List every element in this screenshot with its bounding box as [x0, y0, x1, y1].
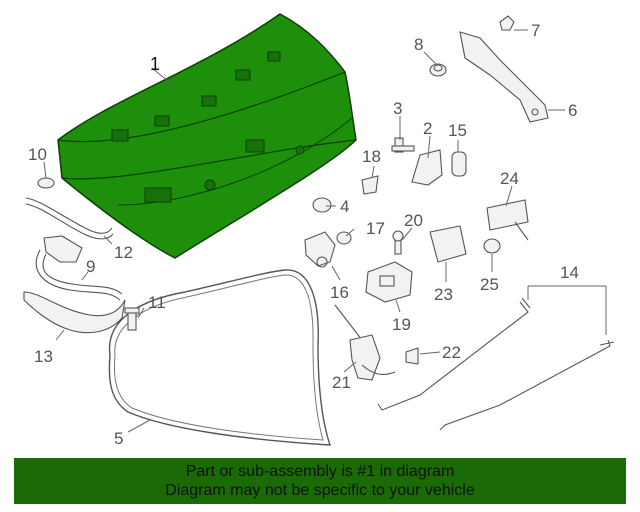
part-6-bracket[interactable]	[459, 31, 549, 123]
callout-5: 5	[114, 429, 123, 448]
part-9-handle[interactable]	[35, 235, 123, 301]
callout-12: 12	[114, 243, 133, 262]
part-22-clip[interactable]	[405, 347, 419, 365]
callout-8: 8	[414, 35, 423, 54]
callout-24: 24	[500, 169, 519, 188]
leader-lines	[43, 29, 607, 433]
part-8-grommet[interactable]	[429, 63, 447, 77]
part-18-clip[interactable]	[361, 175, 379, 195]
callout-9: 9	[86, 257, 95, 276]
callout-16: 16	[330, 283, 349, 302]
disclaimer-banner: Part or sub-assembly is #1 in diagram Di…	[14, 458, 626, 504]
callout-1: 1	[150, 54, 160, 74]
callout-6: 6	[568, 101, 577, 120]
callout-11: 11	[148, 293, 166, 312]
part-25-grommet[interactable]	[483, 238, 501, 254]
callout-21: 21	[332, 373, 351, 392]
part-7-clip[interactable]	[499, 15, 515, 31]
part-12-trim[interactable]	[25, 197, 114, 240]
part-13-trim-panel[interactable]	[23, 291, 126, 334]
part-11-bolt[interactable]	[124, 307, 140, 331]
callout-25: 25	[480, 275, 499, 294]
part-1-trunk-lid[interactable]	[57, 13, 357, 259]
part-23-module[interactable]	[429, 225, 467, 263]
part-5-weatherstrip[interactable]	[108, 269, 331, 446]
callout-labels: 1 2 3 4 5 6 7 8 9 10 11 12 13 14 15 16 1…	[28, 21, 579, 448]
callout-15: 15	[448, 121, 467, 140]
part-15-sensor[interactable]	[451, 151, 467, 177]
callout-23: 23	[434, 285, 453, 304]
callout-17: 17	[366, 219, 385, 238]
part-2-latch[interactable]	[411, 149, 443, 186]
callout-4: 4	[340, 197, 349, 216]
part-21-release[interactable]	[334, 304, 396, 381]
part-24-module[interactable]	[486, 199, 529, 241]
part-3-bolt[interactable]	[391, 137, 415, 153]
part-14-torsion-rods[interactable]	[377, 297, 615, 431]
callout-18: 18	[362, 147, 381, 166]
callout-20: 20	[404, 211, 423, 230]
callout-13: 13	[34, 347, 53, 366]
part-19-actuator[interactable]	[365, 261, 413, 303]
part-16-lock-cylinder[interactable]	[304, 231, 336, 268]
part-20-screw[interactable]	[392, 230, 404, 255]
callout-10: 10	[28, 145, 47, 164]
callout-14: 14	[560, 263, 579, 282]
part-10-grommet[interactable]	[37, 177, 55, 189]
callout-3: 3	[393, 99, 402, 118]
part-4-cap[interactable]	[312, 197, 332, 213]
callout-7: 7	[531, 21, 540, 40]
banner-line-2: Diagram may not be specific to your vehi…	[165, 482, 475, 499]
exploded-parts-diagram: 1 2 3 4 5 6 7 8 9 10 11 12 13 14 15 16 1…	[23, 13, 615, 448]
banner-line-1: Part or sub-assembly is #1 in diagram	[185, 463, 455, 480]
callout-2: 2	[423, 119, 432, 138]
callout-22: 22	[442, 343, 461, 362]
callout-19: 19	[392, 315, 411, 334]
